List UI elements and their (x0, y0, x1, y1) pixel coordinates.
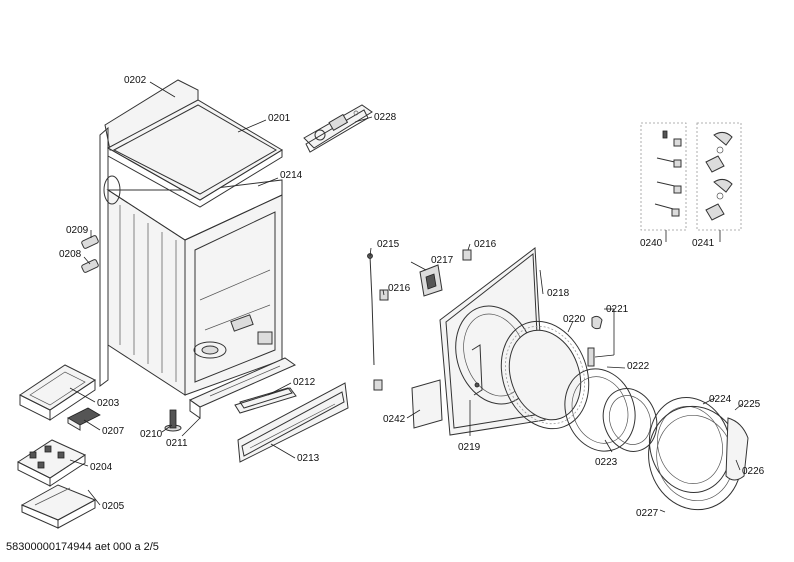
hinge-clip (462, 249, 472, 261)
leader-lines (69, 81, 743, 513)
callout-0217: 0217 (431, 255, 454, 266)
door-frame-inner (648, 396, 732, 494)
service-flap (234, 387, 297, 414)
door-lock-bracket (471, 344, 483, 396)
callout-0215: 0215 (377, 239, 400, 250)
worktop-lid (106, 99, 283, 208)
callout-0210: 0210 (140, 429, 163, 440)
callout-0240: 0240 (640, 238, 663, 249)
callout-0224: 0224 (709, 394, 732, 405)
callout-0204: 0204 (90, 462, 113, 473)
control-panel-fascia (303, 104, 373, 153)
callout-0223: 0223 (595, 457, 618, 468)
callout-0207: 0207 (102, 426, 125, 437)
door-seal-ring (500, 320, 590, 430)
clip-kit-box (696, 122, 742, 231)
callout-0221: 0221 (606, 304, 629, 315)
callout-0216-upper: 0216 (474, 239, 497, 250)
insulation-pad (411, 379, 443, 429)
callout-0205: 0205 (102, 501, 125, 512)
callout-0218: 0218 (547, 288, 570, 299)
callout-labels: 0202 0201 0228 0214 0209 0208 0215 0216 … (59, 75, 765, 519)
door-hinge (587, 315, 603, 367)
callout-0209: 0209 (66, 225, 89, 236)
door-lock-cable (367, 253, 375, 366)
callout-0213: 0213 (297, 453, 320, 464)
electronic-module (67, 407, 101, 431)
shock-absorber-upper (81, 235, 99, 249)
callout-0242: 0242 (383, 414, 406, 425)
dispenser-tray (20, 484, 97, 529)
callout-0226: 0226 (742, 466, 765, 477)
callout-0216-lower: 0216 (388, 283, 411, 294)
door-handle (725, 417, 749, 481)
callout-0214: 0214 (280, 170, 303, 181)
detergent-drawer (19, 364, 96, 421)
callout-0241: 0241 (692, 238, 715, 249)
document-id: 58300000174944 aet 000 a 2/5 (6, 541, 159, 553)
plinth-panel (237, 382, 349, 463)
callout-0212: 0212 (293, 377, 316, 388)
callout-0227: 0227 (636, 508, 659, 519)
callout-0203: 0203 (97, 398, 120, 409)
callout-0228: 0228 (374, 112, 397, 123)
adjustable-foot (164, 409, 182, 432)
callout-0222: 0222 (627, 361, 650, 372)
door-glass-inner (602, 388, 658, 452)
door-glass-outer (564, 368, 636, 452)
callout-0201: 0201 (268, 113, 291, 124)
callout-0211: 0211 (166, 438, 188, 449)
shock-absorber-lower (81, 259, 99, 273)
callout-0208: 0208 (59, 249, 82, 260)
callout-0219: 0219 (458, 442, 481, 453)
callout-0220: 0220 (563, 314, 586, 325)
callout-0225: 0225 (738, 399, 761, 410)
door-lock (419, 264, 443, 297)
detergent-dispenser-housing (16, 439, 87, 487)
cabinet-housing (99, 79, 283, 396)
screw-kit-box (640, 122, 687, 231)
callout-0202: 0202 (124, 75, 147, 86)
hinge-pin-lower (373, 379, 383, 391)
